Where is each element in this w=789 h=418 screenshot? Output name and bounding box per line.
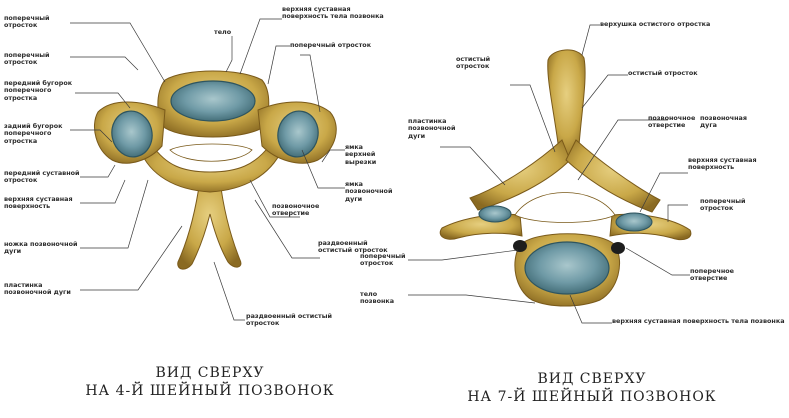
- c4-label-12: ямка верхней вырезки: [345, 144, 393, 166]
- c7-label-12: верхняя суставная поверхность тела позво…: [612, 318, 787, 325]
- c4-label-2: поперечный отросток: [4, 52, 72, 67]
- c4-label-10: верхняя суставная поверхность тела позво…: [282, 6, 392, 21]
- c7-label-10: поперечный отросток: [360, 253, 410, 268]
- c4-label-3: передний бугорок поперечного отростка: [4, 80, 76, 102]
- c7-right-transverse-foramen: [611, 242, 625, 254]
- c7-label-9: поперечное отверстие: [690, 268, 770, 283]
- c7-vertebra-drawing: [440, 50, 691, 306]
- c7-caption-line1: ВИД СВЕРХУ: [442, 370, 742, 388]
- c4-label-9: тело: [214, 29, 254, 36]
- c4-label-8: пластинка позвоночной дуги: [4, 282, 80, 297]
- c7-body-surface: [525, 242, 609, 294]
- c7-left-articular-facet: [479, 206, 511, 222]
- c7-right-articular-facet: [616, 213, 652, 231]
- c7-label-8: поперечный отросток: [700, 198, 780, 213]
- c4-caption-line1: ВИД СВЕРХУ: [60, 364, 360, 382]
- c4-spinous-process: [178, 180, 241, 269]
- c7-vertebral-foramen: [515, 193, 615, 223]
- c4-body-surface: [171, 81, 255, 121]
- c7-label-1: остистый отросток: [456, 56, 516, 71]
- c4-caption-line2: НА 4-Й ШЕЙНЫЙ ПОЗВОНОК: [60, 382, 360, 400]
- c4-label-4: задний бугорок поперечного отростка: [4, 123, 70, 145]
- c4-label-13: ямка позвоночной дуги: [345, 181, 393, 203]
- c7-label-5: остистый отросток: [628, 70, 738, 77]
- c7-label-4: верхушка остистого отростка: [600, 21, 740, 28]
- c7-label-2: пластинка позвоночной дуги: [408, 118, 470, 140]
- c4-label-7: ножка позвоночной дуги: [4, 241, 80, 256]
- c7-caption-line2: НА 7-Й ШЕЙНЫЙ ПОЗВОНОК: [442, 388, 742, 406]
- c4-label-16: раздвоенный остистый отросток: [246, 313, 356, 328]
- c7-label-11: тело позвонка: [360, 291, 410, 306]
- c4-label-14: позвоночное отверстие: [272, 203, 352, 218]
- c4-label-5: передний суставной отросток: [4, 170, 80, 185]
- c4-vertebral-foramen: [170, 144, 252, 161]
- c7-label-6: позвоночная дуга: [700, 115, 760, 130]
- c7-label-7: верхняя суставная поверхность: [688, 157, 784, 172]
- c4-label-11: поперечный отросток: [290, 42, 390, 49]
- c4-label-1: поперечный отросток: [4, 15, 72, 30]
- c4-label-6: верхняя суставная поверхность: [4, 196, 80, 211]
